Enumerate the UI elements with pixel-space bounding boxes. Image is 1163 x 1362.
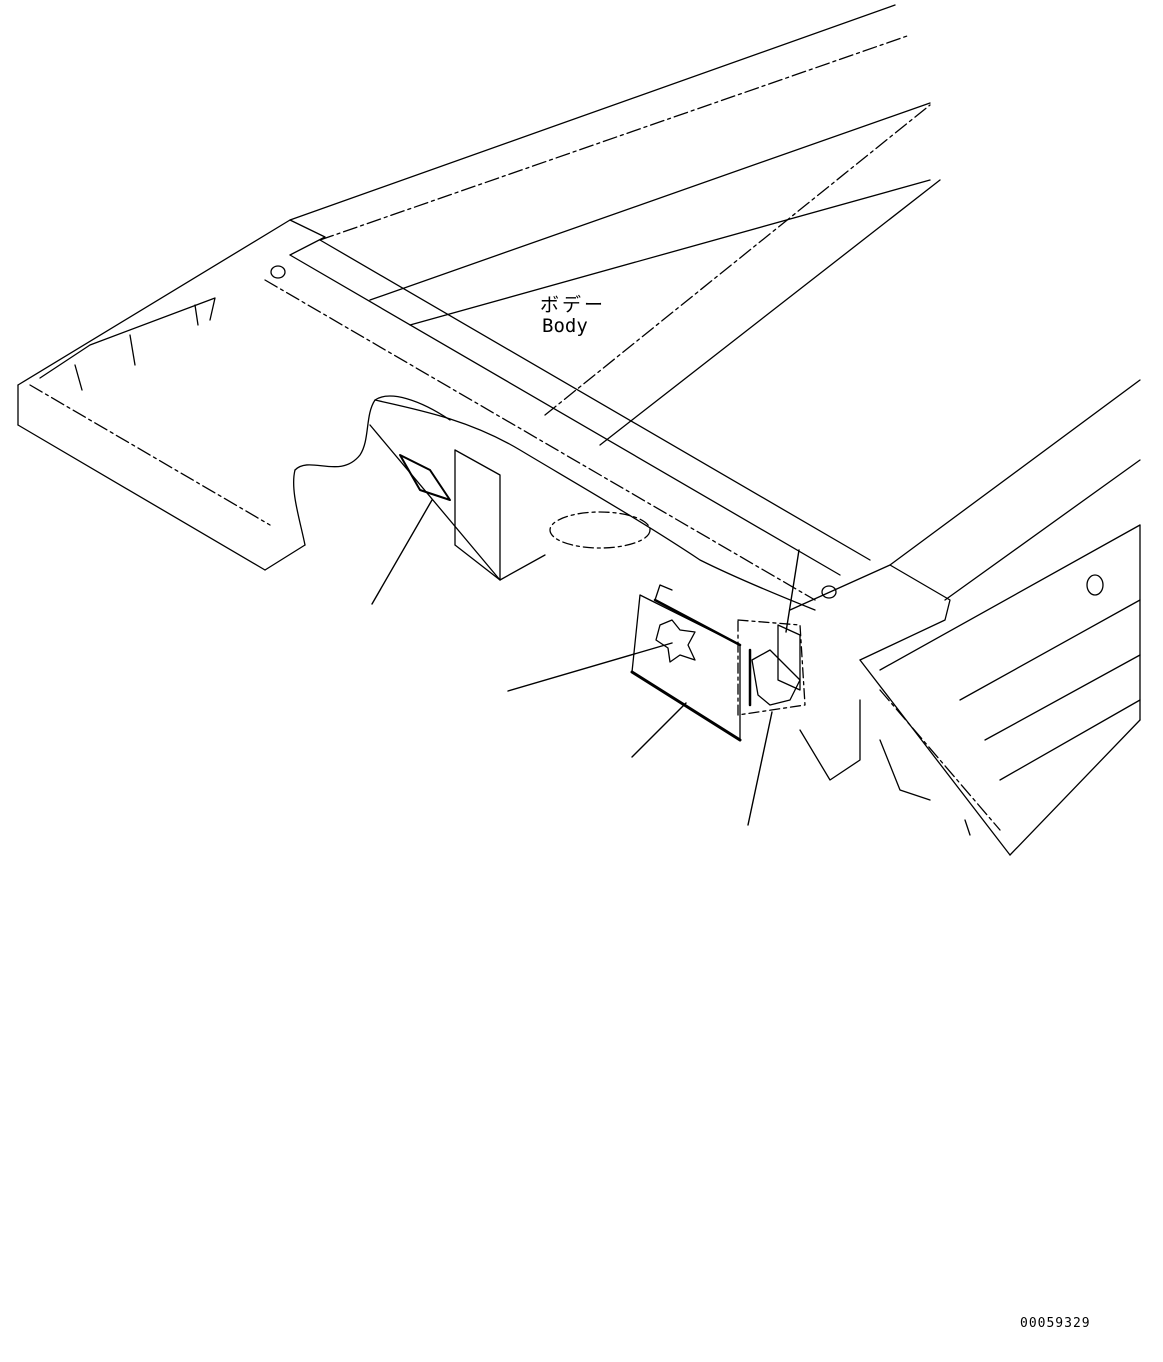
decal-plate	[630, 584, 806, 742]
body-outline	[289, 4, 1141, 601]
cross-beam	[264, 239, 871, 611]
body-label-jp: ボデー	[540, 294, 607, 316]
body-label-en: Body	[542, 315, 588, 337]
drawing-id: 00059329	[1020, 1316, 1091, 1331]
left-frame	[17, 219, 451, 571]
leader-lines	[371, 499, 800, 826]
right-frame	[789, 524, 1141, 856]
